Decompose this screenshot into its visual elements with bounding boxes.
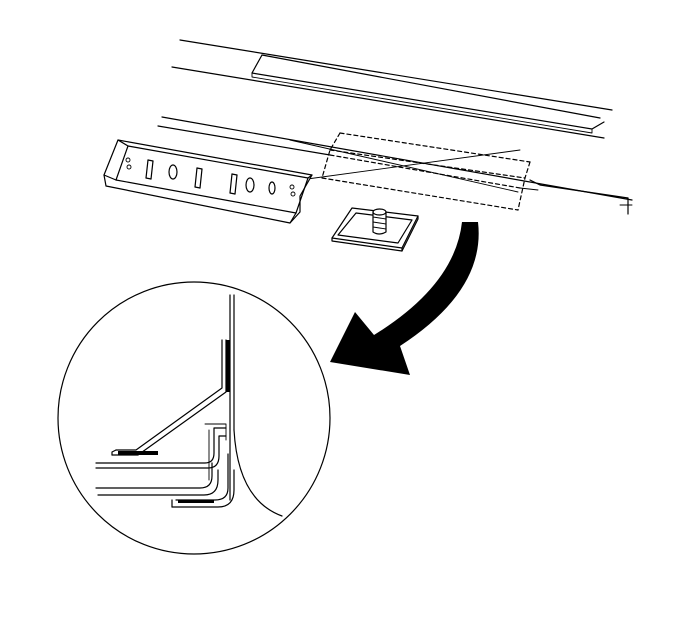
callout-arrow <box>330 222 479 375</box>
stud-plate <box>331 207 419 252</box>
detail-view-circle <box>57 281 331 555</box>
floor-panel-upper <box>171 39 613 139</box>
floor-panel-lower <box>157 116 633 215</box>
retainer-bracket <box>103 139 313 224</box>
dashed-reinforcement <box>289 132 531 211</box>
